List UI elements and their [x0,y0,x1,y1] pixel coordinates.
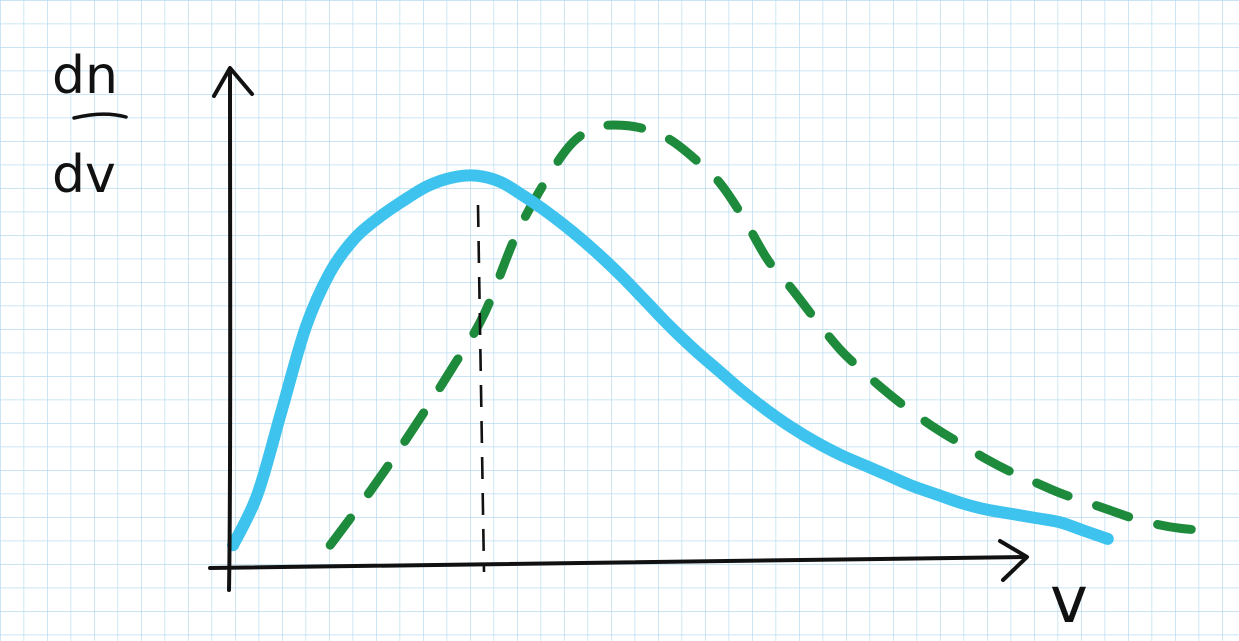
series-line-solid [227,169,1114,552]
series-line-dashed [325,120,1210,550]
x-axis-label: v [1050,564,1088,638]
x-axis [208,555,1027,570]
y-axis-label-fraction-bar [72,112,128,120]
y-axis-label-denominator: dv [52,145,116,205]
y-axis-arrowhead [212,66,254,98]
peak-marker-line [476,204,486,573]
series-layer [227,120,1210,552]
y-axis [227,68,233,592]
x-axis-arrowhead [998,539,1029,582]
y-axis-label-numerator: dn [52,46,118,106]
